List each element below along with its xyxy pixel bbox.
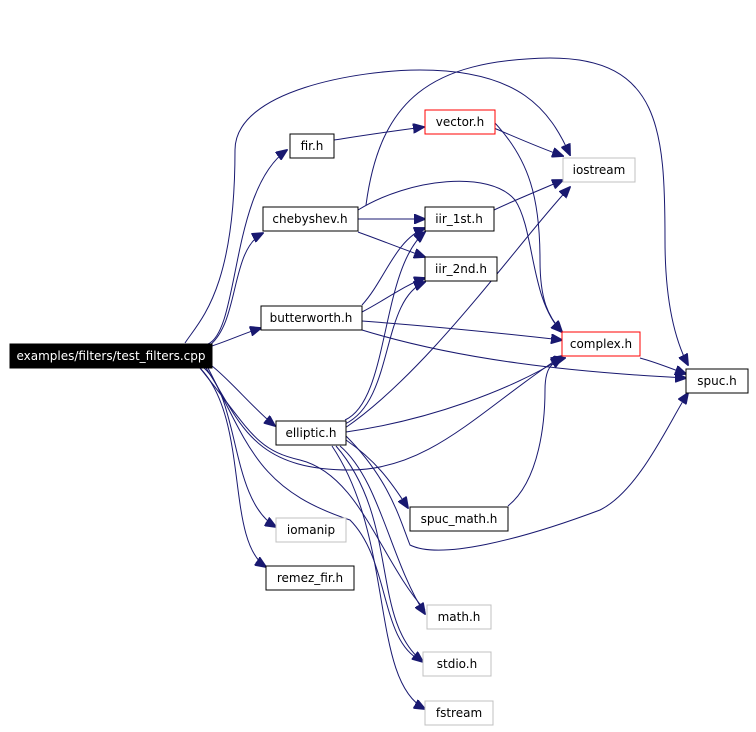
node-stdio[interactable]: stdio.h [422,651,492,677]
edge-spucmath-to-complex [507,358,565,507]
node-iostream-label: iostream [573,163,626,177]
edge-root-to-chebyshev [209,233,263,346]
edge-iir1st-to-iostream [493,180,563,211]
edge-butter-to-spuc [361,329,686,378]
edge-root-to-fir [207,150,287,345]
edge-elliptic-to-complex [345,358,562,433]
node-chebyshev-label: chebyshev.h [272,212,347,226]
edge-root-to-butterworth [211,328,261,347]
edge-cheby-to-iir2nd [357,231,425,257]
edge-root-to-elliptic [211,365,275,426]
edge-elliptic-to-iostream [344,187,570,429]
node-fstream-label: fstream [436,706,482,720]
node-math-label: math.h [438,610,481,624]
node-vector-label: vector.h [436,115,484,129]
edge-elliptic-to-math [339,445,425,614]
node-complex[interactable]: complex.h [561,331,641,357]
node-iir-2nd-label: iir_2nd.h [435,262,487,276]
node-root-label: examples/filters/test_filters.cpp [16,349,205,363]
node-spuc-math[interactable]: spuc_math.h [409,506,509,532]
edge-root-to-iostream [184,69,570,344]
node-remez-fir-label: remez_fir.h [277,571,343,585]
node-root[interactable]: examples/filters/test_filters.cpp [9,343,213,369]
edge-fir-to-vector [333,127,424,141]
node-stdio-label: stdio.h [437,657,477,671]
node-spuc[interactable]: spuc.h [685,368,749,394]
node-iomanip-label: iomanip [287,523,335,537]
edge-root-to-remez [199,367,266,567]
node-fstream[interactable]: fstream [424,700,494,726]
edge-elliptic-to-fstream [331,445,425,709]
edge-root-to-math [199,367,426,611]
edge-elliptic-to-iir1st [344,232,425,421]
edge-vector-to-iostream [493,127,563,156]
edge-cheby-to-spuc [365,57,688,365]
edge-elliptic-to-iir2nd [344,282,425,425]
node-spuc-label: spuc.h [697,374,737,388]
edge-cheby-to-complex [357,180,562,332]
edge-root-to-stdio [207,367,421,661]
node-elliptic-label: elliptic.h [285,426,336,440]
node-elliptic[interactable]: elliptic.h [275,420,347,446]
node-iir-1st[interactable]: iir_1st.h [424,206,495,232]
node-iir-2nd[interactable]: iir_2nd.h [424,256,498,282]
node-iostream[interactable]: iostream [562,157,636,183]
node-butterworth-label: butterworth.h [270,311,353,325]
edge-vector-to-complex [493,121,562,332]
node-chebyshev[interactable]: chebyshev.h [262,206,359,232]
node-butterworth[interactable]: butterworth.h [260,305,363,331]
edge-complex-to-spuc [639,357,686,374]
node-math[interactable]: math.h [426,604,492,630]
edge-root-to-complex [205,356,562,471]
edge-elliptic-to-spuc [345,393,688,551]
node-iir-1st-label: iir_1st.h [435,212,483,226]
node-remez-fir[interactable]: remez_fir.h [265,565,355,591]
node-vector[interactable]: vector.h [424,109,496,135]
edge-butter-to-complex [361,320,562,340]
edge-elliptic-to-stdio [335,445,423,662]
node-complex-label: complex.h [570,337,632,351]
node-fir-label: fir.h [301,139,324,153]
node-fir[interactable]: fir.h [289,133,335,159]
edge-elliptic-to-spucmath [345,439,408,508]
node-iomanip[interactable]: iomanip [275,517,347,543]
node-spuc-math-label: spuc_math.h [421,512,498,526]
edges [184,57,688,709]
